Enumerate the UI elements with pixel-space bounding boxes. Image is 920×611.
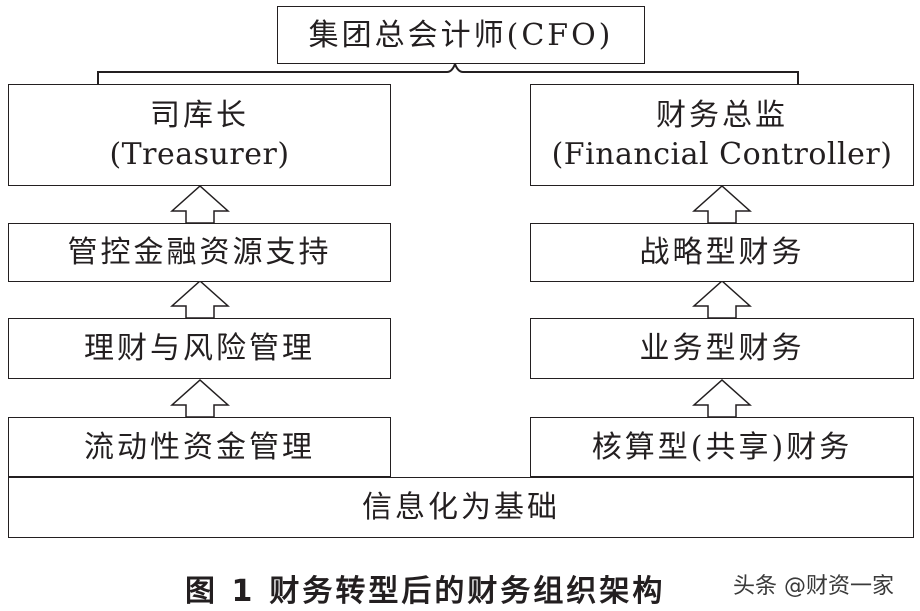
controller-box: 财务总监 (Financial Controller) (530, 84, 914, 186)
arrow-up-icon (692, 378, 752, 418)
arrow-up-icon (170, 279, 230, 319)
treasurer-box: 司库长 (Treasurer) (8, 84, 391, 186)
watermark: 头条 @财资一家 (733, 574, 894, 599)
left-level-box: 流动性资金管理 (8, 417, 391, 477)
right-level-box: 战略型财务 (530, 223, 914, 282)
foundation-label: 信息化为基础 (362, 490, 560, 525)
left-level-label: 流动性资金管理 (84, 429, 315, 465)
treasurer-title: 司库长 (150, 98, 249, 133)
arrow-up-icon (170, 378, 230, 418)
controller-subtitle: (Financial Controller) (551, 137, 893, 172)
left-level-label: 管控金融资源支持 (67, 235, 332, 270)
treasurer-subtitle: (Treasurer) (109, 137, 290, 172)
arrow-up-icon (692, 279, 752, 319)
arrow-up-icon (692, 184, 752, 224)
left-level-box: 管控金融资源支持 (8, 223, 391, 282)
left-level-box: 理财与风险管理 (8, 318, 391, 379)
foundation-box: 信息化为基础 (8, 477, 914, 538)
right-level-label: 业务型财务 (639, 331, 805, 366)
figure-caption: 图 1 财务转型后的财务组织架构 (185, 566, 665, 611)
right-level-label: 战略型财务 (639, 235, 805, 270)
right-level-box: 业务型财务 (530, 318, 914, 379)
arrow-up-icon (170, 184, 230, 224)
left-level-label: 理财与风险管理 (84, 331, 315, 366)
right-level-label: 核算型(共享)财务 (591, 429, 853, 465)
figure-number: 图 1 (185, 574, 256, 609)
controller-title: 财务总监 (656, 98, 788, 133)
brace-connector (97, 61, 799, 84)
figure-title: 财务转型后的财务组织架构 (269, 574, 666, 609)
cfo-label: 集团总会计师(CFO) (308, 17, 614, 53)
right-level-box: 核算型(共享)财务 (530, 417, 914, 477)
cfo-box: 集团总会计师(CFO) (277, 6, 645, 64)
